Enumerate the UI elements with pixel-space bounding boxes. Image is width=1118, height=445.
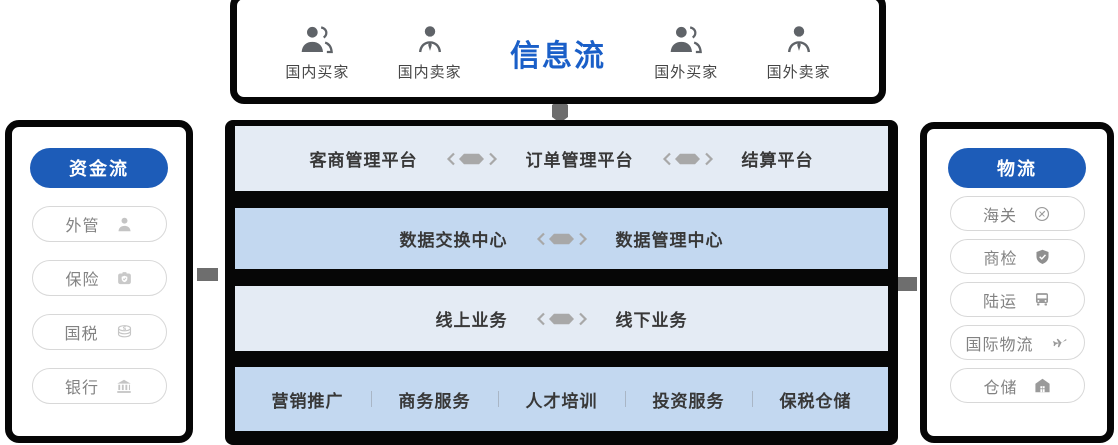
data-center-row: 数据交换中心 数据管理中心 [235,208,888,269]
logistics-header: 物流 [948,148,1086,188]
logistics-item-customs: 海关 [949,196,1085,231]
insurance-badge-icon [116,270,133,287]
bank-icon [115,378,133,395]
exchange-arrow-icon [446,152,498,166]
customs-seal-icon [1033,205,1051,223]
business-mode-row: 线上业务 线下业务 [235,286,888,351]
divider [497,391,499,407]
capital-item-tax: 国税 [31,314,167,350]
service-cell: 投资服务 [652,391,725,411]
member-label: 国内卖家 [397,64,462,81]
warehouse-icon [1034,377,1051,394]
member-foreign-buyer: 国外买家 [654,24,718,82]
capital-item-insurance: 保险 [31,260,167,296]
platform-cell: 客商管理平台 [309,151,418,170]
service-cell: 商务服务 [398,391,471,411]
platform-cell: 数据管理中心 [615,231,724,250]
service-cell: 保税仓储 [779,391,852,411]
item-label: 国税 [64,326,99,343]
person-tie-icon [414,24,446,56]
item-label: 外管 [65,218,100,235]
information-flow-box: 国内买家 国内卖家 信息流 国外买家 [230,0,886,104]
capital-flow-header: 资金流 [30,148,168,188]
management-platform-row: 客商管理平台 订单管理平台 结算平台 [235,126,888,191]
exchange-arrow-icon [536,312,588,326]
services-row: 营销推广 商务服务 人才培训 投资服务 保税仓储 [235,367,888,431]
capital-flow-panel: 资金流 外管 保险 国税 [5,120,193,443]
platform-cell: 线下业务 [615,311,688,330]
member-foreign-seller: 国外卖家 [767,24,831,82]
divider [751,391,753,407]
exchange-arrow-icon [662,152,714,166]
truck-icon [1033,291,1051,308]
platform-core-box: 客商管理平台 订单管理平台 结算平台 数据交换中心 [225,120,898,445]
member-label: 国外卖家 [766,64,831,81]
logistics-item-warehousing: 仓储 [949,368,1085,403]
item-label: 银行 [64,380,99,397]
platform-cell: 数据交换中心 [399,231,508,250]
item-label: 商检 [983,250,1018,268]
logistics-item-land-transport: 陆运 [949,282,1085,317]
item-label: 海关 [982,207,1017,225]
item-label: 陆运 [982,293,1017,311]
right-connector-dash [896,277,917,291]
capital-item-bank: 银行 [31,368,167,404]
information-flow-title: 信息流 [509,40,606,73]
platform-cell: 结算平台 [741,151,814,170]
coins-icon [115,323,134,341]
item-label: 仓储 [983,379,1018,397]
plane-icon [1050,334,1069,351]
exchange-arrow-icon [536,232,588,246]
item-label: 国际物流 [965,336,1034,354]
service-cell: 人才培训 [525,391,598,411]
person-icon [116,216,133,233]
member-label: 国外买家 [654,64,719,81]
member-domestic-seller: 国内卖家 [398,24,462,82]
platform-cell: 订单管理平台 [525,151,634,170]
person-group-icon [299,24,335,56]
logistics-item-international: 国际物流 [949,325,1085,360]
person-tie-icon [783,24,815,56]
member-label: 国内买家 [285,64,350,81]
item-label: 保险 [65,272,100,289]
capital-item-foreign-exchange: 外管 [31,206,167,242]
divider [624,391,626,407]
logistics-item-inspection: 商检 [949,239,1085,274]
person-group-icon [668,24,704,56]
shield-check-icon [1034,248,1051,266]
logistics-panel: 物流 海关 商检 陆运 [920,122,1114,443]
member-domestic-buyer: 国内买家 [285,24,349,82]
platform-cell: 线上业务 [435,311,508,330]
service-cell: 营销推广 [271,391,344,411]
left-connector-dash [197,268,218,281]
divider [370,391,372,407]
